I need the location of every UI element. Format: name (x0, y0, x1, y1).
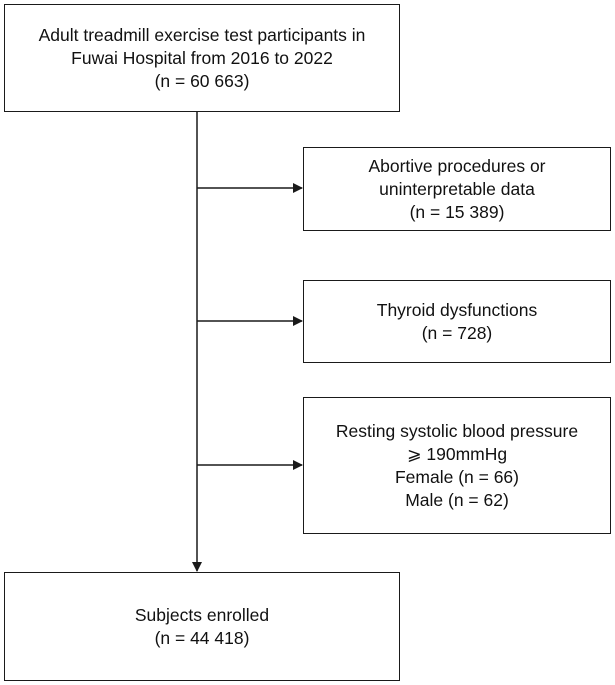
exclusion-1-count: (n = 15 389) (409, 201, 505, 222)
exclusion-3-line-1: Resting systolic blood pressure (335, 420, 579, 441)
source-population-box: Adult treadmill exercise test participan… (4, 4, 400, 112)
source-line-1: Adult treadmill exercise test participan… (38, 24, 366, 45)
source-line-2: Fuwai Hospital from 2016 to 2022 (71, 47, 333, 68)
exclusion-2-count: (n = 728) (421, 322, 493, 343)
exclusion-2-line-1: Thyroid dysfunctions (376, 299, 538, 320)
exclusion-3-female-count: Female (n = 66) (394, 466, 519, 487)
enrolled-count: (n = 44 418) (154, 627, 250, 648)
exclusion-box-blood-pressure: Resting systolic blood pressure ⩾ 190mmH… (303, 397, 611, 534)
source-count: (n = 60 663) (154, 70, 250, 91)
exclusion-box-thyroid: Thyroid dysfunctions (n = 728) (303, 280, 611, 363)
exclusion-3-threshold: ⩾ 190mmHg (406, 443, 508, 464)
exclusion-1-line-2: uninterpretable data (379, 178, 535, 199)
enrolled-line-1: Subjects enrolled (134, 604, 270, 625)
exclusion-box-abortive: Abortive procedures or uninterpretable d… (303, 147, 611, 231)
exclusion-3-male-count: Male (n = 62) (405, 489, 509, 510)
enrolled-subjects-box: Subjects enrolled (n = 44 418) (4, 572, 400, 681)
exclusion-1-line-1: Abortive procedures or (368, 155, 546, 176)
